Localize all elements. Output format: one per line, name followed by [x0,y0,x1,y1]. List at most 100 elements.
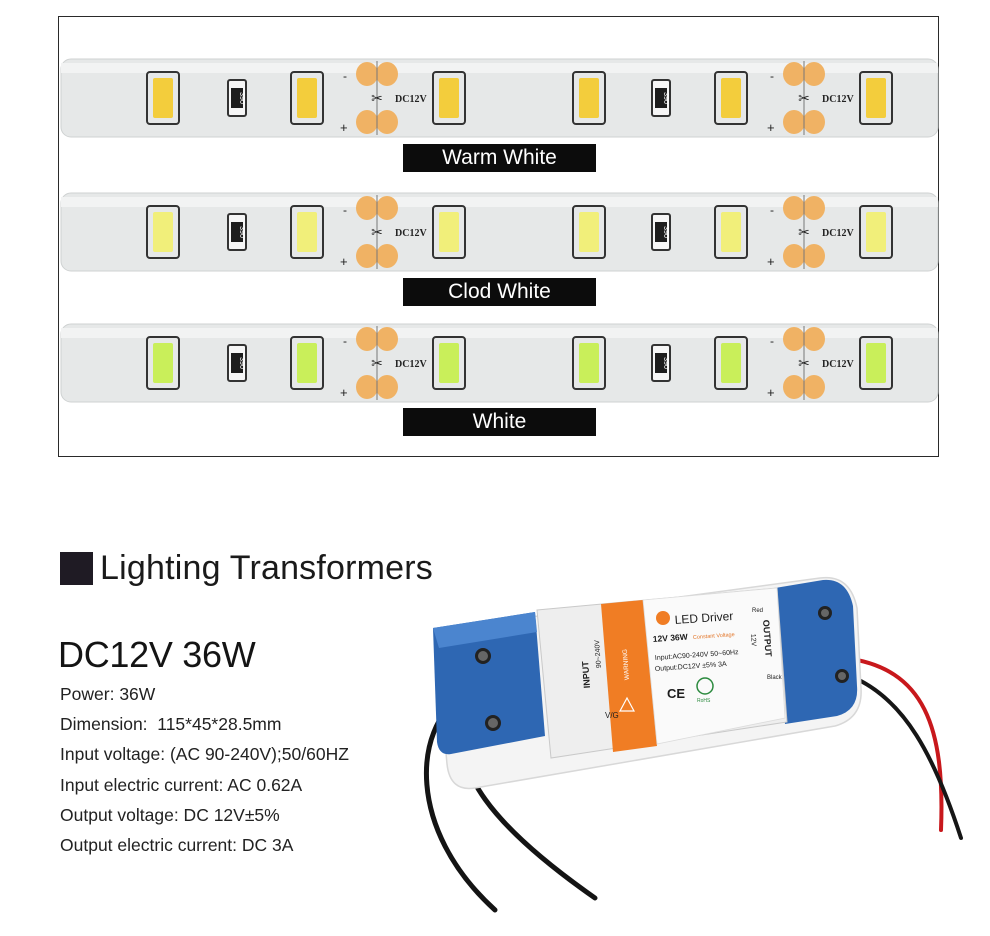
minus-sign: - [343,203,347,217]
circuit-text: DC12V [395,94,427,105]
resistor-body [655,88,667,108]
strip-body [60,192,939,272]
solder-pad [376,375,398,399]
led-chip-frame [859,336,893,390]
circuit-text: DC12V [822,359,854,370]
driver-black-label: Black [767,675,783,681]
led-strips-illustration: 390 390 ✂ DC12V - + ✂ DC12V - +390 390 ✂ DC12V - + ✂ DC1… [60,58,939,403]
strip-highlight [61,328,938,338]
spec-dimension: Dimension: 115*45*28.5mm [60,714,282,735]
led-chip-frame [572,71,606,125]
led-chip [866,212,886,252]
scissors-icon: ✂ [798,225,810,241]
heading-square-icon [60,551,93,585]
led-chip-frame [859,205,893,259]
solder-pad [356,196,378,220]
spec-output-current: Output electric current: DC 3A [60,834,294,855]
circuit-text: DC12V [395,359,427,370]
driver-input-tag: INPUT [580,660,592,688]
led-driver-image: LED Driver 12V 36W Constant Voltage Inpu… [423,576,963,913]
led-chip-frame [714,336,748,390]
spec-input-current: Input electric current: AC 0.62A [60,774,303,795]
circuit-text: DC12V [822,94,854,105]
plus-sign: + [340,385,348,400]
output-wires [843,656,963,840]
led-chip-frame [714,71,748,125]
led-strip-panel: 390 390 ✂ DC12V - + ✂ DC12V - +390 390 ✂ DC12V - + ✂ DC1… [58,16,939,457]
minus-sign: - [343,334,347,348]
led-chip [439,78,459,118]
resistor-text: 390 [238,357,245,369]
spec-input-voltage: Input voltage: (AC 90-240V);50/60HZ [60,744,349,765]
led-chip [579,212,599,252]
plus-sign: + [767,254,775,269]
resistor-body [231,222,243,242]
led-chip [439,343,459,383]
solder-pad [803,196,825,220]
solder-pad [356,62,378,86]
solder-pad [376,110,398,134]
scissors-icon: ✂ [371,356,383,372]
circuit-text: DC12V [395,228,427,239]
led-chip-frame [432,336,466,390]
led-chip [153,343,173,383]
led-chip [579,343,599,383]
minus-sign: - [770,69,774,83]
strip-body [60,323,939,403]
solder-pad [356,375,378,399]
resistor-body [655,222,667,242]
driver-rating: 12V 36W [652,632,689,644]
solder-pad [376,244,398,268]
solder-pad [783,110,805,134]
driver-logo-icon [656,611,670,625]
strip-label-cold-white: Clod White [403,278,596,306]
led-chip-frame [146,336,180,390]
led-chip-frame [146,71,180,125]
resistor-text: 390 [238,226,245,238]
driver-subtitle: Constant Voltage [693,632,735,641]
spec-power: Power: 36W [60,684,156,704]
solder-pad [803,110,825,134]
resistor-text: 390 [662,92,669,104]
driver-red-label: Red [752,608,763,614]
solder-pad [803,375,825,399]
strip-highlight [61,197,938,207]
plus-sign: + [340,254,348,269]
resistor-text: 390 [662,226,669,238]
driver-output-voltage: 12V [749,634,757,647]
led-chip [439,212,459,252]
driver-input-range: 90~240V [594,639,603,668]
driver-warning: WARNING [622,649,631,681]
solder-pad [803,244,825,268]
strip-highlight [61,63,938,73]
spec-list: Power: 36W Dimension: 115*45*28.5mm Inpu… [60,683,349,864]
solder-pad [783,196,805,220]
led-chip-frame [290,205,324,259]
solder-pad [376,62,398,86]
led-chip-frame [290,71,324,125]
led-chip [866,78,886,118]
solder-pad [803,327,825,351]
led-chip-frame [572,205,606,259]
solder-pad [356,244,378,268]
ground-mark: V/G [605,711,619,720]
strip-body [60,58,939,138]
spec-output-voltage: Output voltage: DC 12V±5% [60,804,280,825]
minus-sign: - [770,203,774,217]
scissors-icon: ✂ [371,91,383,107]
resistor-body [231,88,243,108]
led-chip-frame [290,336,324,390]
resistor-text: 390 [238,92,245,104]
scissors-icon: ✂ [798,356,810,372]
led-chip [153,78,173,118]
solder-pad [376,196,398,220]
resistor-body [231,353,243,373]
led-chip [721,343,741,383]
minus-sign: - [343,69,347,83]
strip-label-white: White [403,408,596,436]
led-chip-frame [432,205,466,259]
led-chip-frame [572,336,606,390]
